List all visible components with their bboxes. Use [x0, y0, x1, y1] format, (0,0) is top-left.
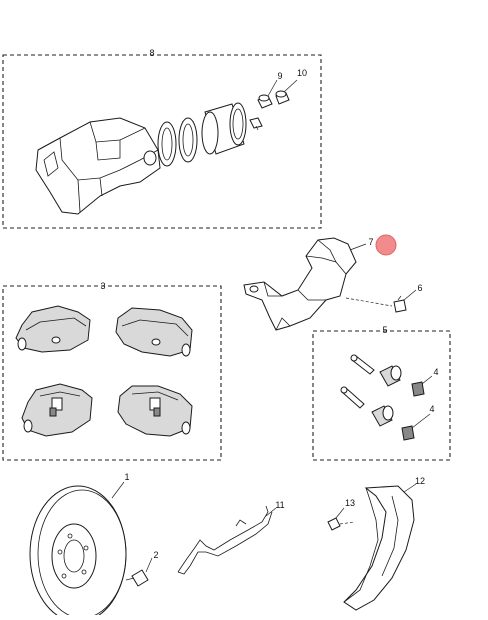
pin-boot-upper [411, 381, 425, 397]
callout-6: 6 [417, 283, 422, 293]
bleed-nipple-cap [275, 90, 290, 105]
disc-retaining-screw [125, 569, 149, 587]
caliper-carrier-bracket [243, 237, 357, 331]
guide-sleeve-upper [379, 365, 402, 387]
callout-12: 12 [415, 476, 425, 486]
brake-disc [29, 485, 127, 620]
callout-8: 8 [149, 48, 154, 58]
callout-2: 2 [153, 550, 158, 560]
caliper-piston [201, 102, 247, 155]
brake-pad-front-left [15, 305, 91, 353]
piston-seal [157, 121, 177, 167]
group-box-guide-pins [312, 330, 451, 461]
callout-7: 7 [368, 237, 373, 247]
callout-9: 9 [277, 71, 282, 81]
pin-boot-lower [401, 425, 415, 441]
guide-sleeve-lower [371, 405, 394, 427]
shield-bolt [327, 517, 355, 531]
callout-3: 3 [100, 281, 105, 291]
callout-10: 10 [297, 68, 307, 78]
bleed-screw [249, 117, 263, 131]
guide-pin-lower [340, 386, 365, 409]
callout-5: 5 [382, 325, 387, 335]
group-box-brake-pads [2, 285, 222, 461]
dust-boot [178, 117, 198, 163]
callout-1: 1 [124, 472, 129, 482]
brake-pad-front-right [115, 307, 193, 357]
guide-pin-upper [350, 354, 375, 375]
highlight-marker [375, 234, 397, 256]
brake-pad-rear-right [117, 385, 193, 437]
callout-13: 13 [345, 498, 355, 508]
callout-4-lower: 4 [429, 404, 434, 414]
pad-wear-sensor-wire [177, 505, 273, 575]
caliper-housing [35, 117, 161, 215]
callout-4-upper: 4 [433, 367, 438, 377]
brake-pad-rear-left [21, 383, 93, 437]
bracket-bolt [393, 295, 407, 313]
brake-splash-shield [343, 485, 415, 611]
callout-11: 11 [275, 500, 284, 510]
dust-cap [257, 94, 273, 109]
